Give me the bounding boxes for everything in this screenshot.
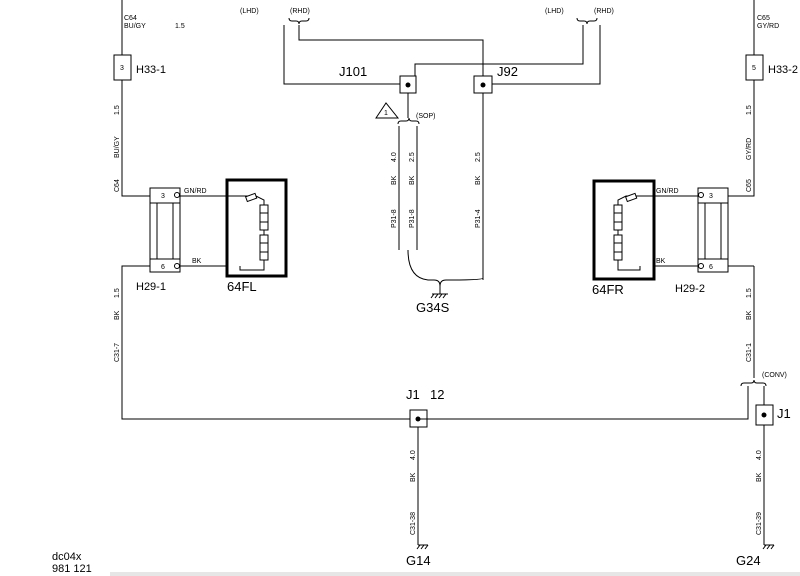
rhd-left-label: (RHD)	[290, 8, 310, 15]
right-lower-color: BK	[746, 310, 753, 320]
g34s-label: G34S	[416, 300, 450, 315]
g24-color: BK	[756, 472, 763, 482]
right-wire-code: C65	[757, 15, 770, 22]
left-vert-size: 1.5	[114, 105, 121, 115]
64fl-sensor[interactable]	[225, 178, 288, 278]
h29-1-pin-bottom: 6	[161, 264, 165, 271]
g14-ground-icon	[416, 544, 429, 550]
h29-1-label: H29-1	[136, 281, 166, 293]
64fr-sensor[interactable]	[592, 179, 656, 281]
right-vert-color: GY/RD	[746, 138, 753, 160]
j101-dot	[405, 82, 411, 88]
j1-center-label: J1	[406, 387, 420, 402]
g14-code: C31-38	[410, 512, 417, 535]
right-lower-code: C31-1	[746, 343, 753, 362]
rhd-left-brace	[288, 17, 310, 25]
conv-note: (CONV)	[762, 372, 787, 379]
left-wire-size: 1.5	[175, 23, 185, 30]
warning-triangle-icon	[375, 102, 400, 119]
h29-2-label: H29-2	[675, 283, 705, 295]
page-ref: 981 121	[52, 563, 92, 575]
left-wire-code: C64	[124, 15, 137, 22]
footer-bar	[110, 572, 800, 576]
center-a-code: P31-8	[391, 209, 398, 228]
left-lower-code: C31-7	[114, 343, 121, 362]
h33-1-label: H33-1	[136, 64, 166, 76]
lhd-left-label: (LHD)	[240, 8, 259, 15]
center-c-size: 2.5	[475, 152, 482, 162]
rhd-right-label: (RHD)	[594, 8, 614, 15]
right-sensor-bottom-color: BK	[656, 258, 666, 265]
h29-2-pin-bottom: 6	[709, 264, 713, 271]
sop-brace	[397, 117, 420, 125]
right-vert-size: 1.5	[746, 105, 753, 115]
center-c-color: BK	[475, 175, 482, 185]
center-top-circuit: (LHD) (RHD) (LHD) (RHD) J101 J92 1 (SOP)…	[240, 8, 614, 315]
h29-1-pin-top: 3	[161, 193, 165, 200]
left-lower-color: BK	[114, 310, 121, 320]
right-vert-code: C65	[746, 179, 753, 192]
left-vert-code: C64	[114, 179, 121, 192]
right-lower-size: 1.5	[746, 288, 753, 298]
center-a-size: 4.0	[391, 152, 398, 162]
left-circuit: C64 BU/GY 1.5 3 H33-1 1.5 BU/GY C64 3 6 …	[113, 0, 418, 420]
g24-ground-icon	[762, 544, 775, 550]
g34s-brace	[407, 249, 484, 287]
g14-color: BK	[410, 472, 417, 482]
right-mid-wire	[728, 80, 755, 197]
center-b-code: P31-8	[409, 209, 416, 228]
j1-right-label: J1	[777, 406, 791, 421]
j92-dot	[480, 82, 486, 88]
center-c-code: P31-4	[475, 209, 482, 228]
g24-code: C31-39	[756, 512, 763, 535]
h29-1-connector[interactable]	[149, 187, 181, 273]
lhd-right-label: (LHD)	[545, 8, 564, 15]
left-vert-color: BU/GY	[114, 136, 121, 158]
j1-right-dot	[761, 412, 767, 418]
right-sensor-top-color: GN/RD	[656, 188, 679, 195]
right-wire-color: GY/RD	[757, 23, 779, 30]
h29-2-connector[interactable]	[697, 187, 729, 273]
center-b-color: BK	[409, 175, 416, 185]
left-sensor-top-color: GN/RD	[184, 188, 207, 195]
g14-label: G14	[406, 553, 431, 568]
right-circuit: C65 GY/RD 5 H33-2 1.5 GY/RD C65 3 6 H29-…	[418, 0, 798, 568]
sop-note: (SOP)	[416, 113, 435, 120]
h29-2-pin-top: 3	[709, 193, 713, 200]
rhd-right-wire	[492, 25, 601, 85]
g24-size: 4.0	[756, 450, 763, 460]
lhd-left-wire	[283, 25, 406, 85]
64fr-label: 64FR	[592, 282, 624, 297]
h33-2-label: H33-2	[768, 64, 798, 76]
g34s-ground-icon	[430, 293, 448, 299]
conv-brace	[740, 379, 767, 387]
64fl-label: 64FL	[227, 279, 257, 294]
h33-1-pin: 3	[120, 65, 124, 72]
left-lower-size: 1.5	[114, 288, 121, 298]
j1-center-pin: 12	[430, 387, 444, 402]
lhd-right-wire	[414, 25, 584, 78]
center-bottom-circuit: J1 12 4.0 BK C31-38 G14	[406, 387, 444, 568]
g14-size: 4.0	[410, 450, 417, 460]
j92-label: J92	[497, 64, 518, 79]
h33-2-pin: 5	[752, 65, 756, 72]
left-sensor-bottom-color: BK	[192, 258, 202, 265]
conv-left-wire	[418, 386, 749, 420]
center-a-color: BK	[391, 175, 398, 185]
j101-label: J101	[339, 64, 367, 79]
rhd-right-brace	[576, 17, 598, 25]
left-mid-wire	[121, 80, 150, 197]
g24-label: G24	[736, 553, 761, 568]
rhd-left-wire	[298, 25, 484, 78]
left-wire-color: BU/GY	[124, 23, 146, 30]
warning-number: 1	[384, 110, 388, 117]
doc-id: dc04x	[52, 551, 82, 563]
left-lower-wire	[121, 265, 418, 420]
center-b-size: 2.5	[409, 152, 416, 162]
